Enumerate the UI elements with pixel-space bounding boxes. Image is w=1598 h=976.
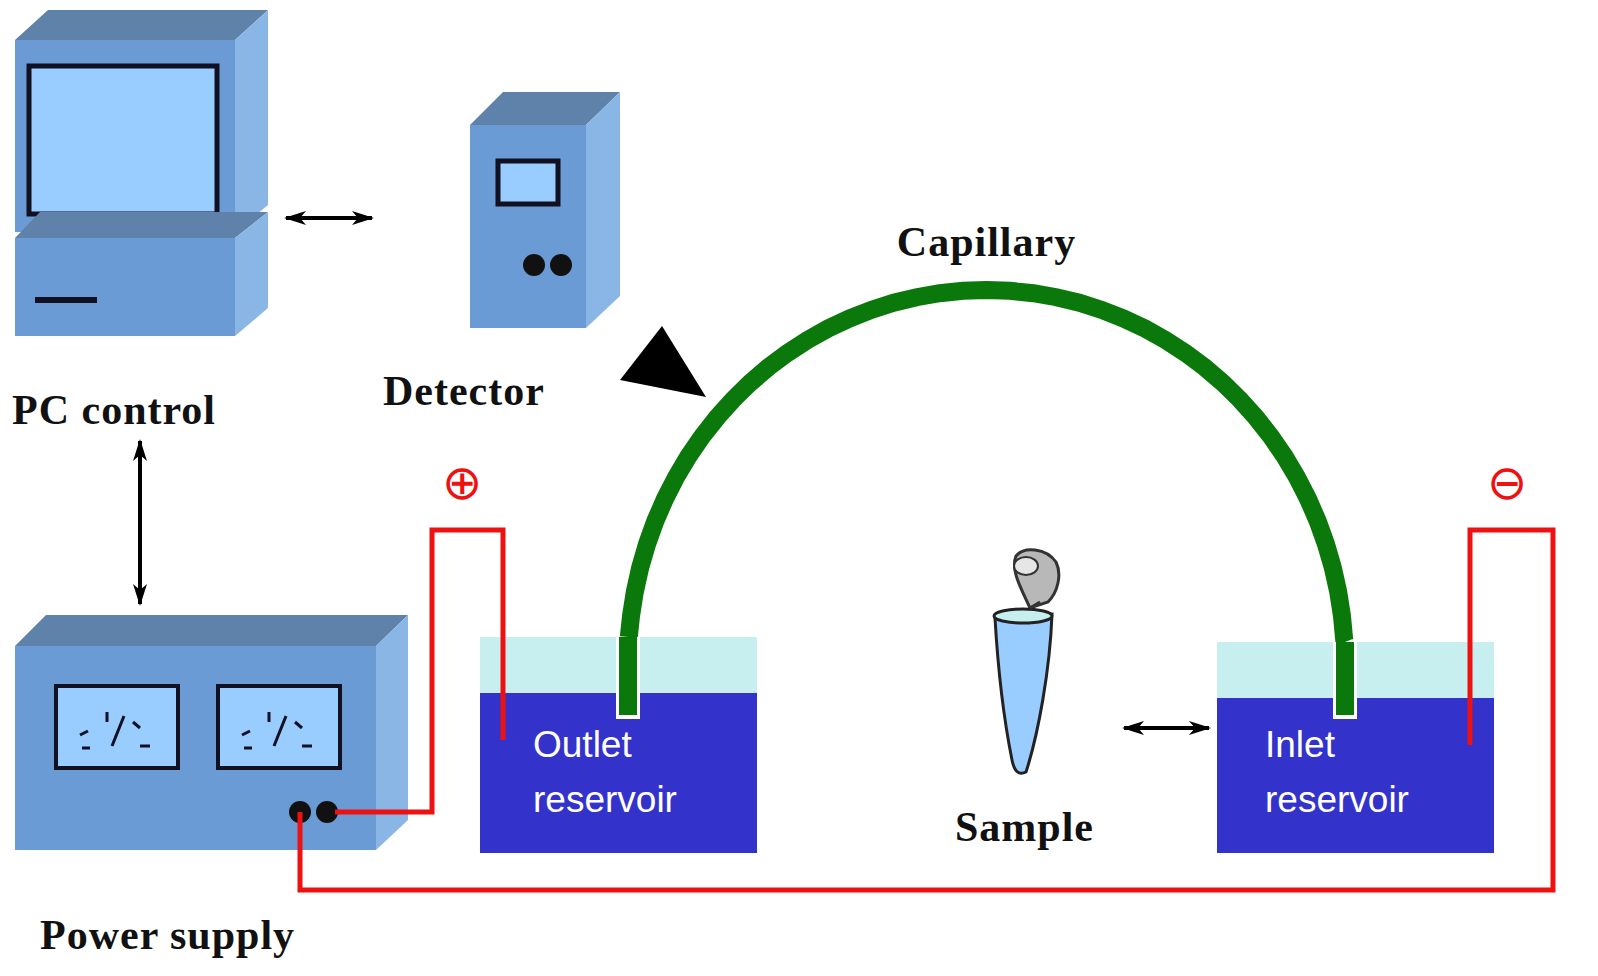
power-supply-illustration-part-part (112, 716, 124, 746)
reservoir-label: Inlet reservoir (1265, 717, 1465, 827)
computer-illustration-part (15, 40, 235, 232)
wire (300, 530, 1553, 890)
unit-label: PC control (12, 387, 216, 433)
power-supply-illustration-part (376, 615, 408, 850)
reservoir: Inlet reservoir (1217, 642, 1494, 853)
power-supply-illustration-part-part (268, 712, 271, 722)
electrode (501, 637, 506, 740)
power-supply-illustration-part-part (106, 712, 109, 722)
computer-illustration-part (15, 10, 268, 40)
power-supply-illustration-part-part (295, 722, 302, 728)
power-supply-unit: Power supply (12, 612, 412, 958)
sample-tube (994, 550, 1059, 774)
power-supply-illustration-part-part (242, 731, 250, 735)
power-supply-illustration-part-part (302, 745, 312, 748)
computer-illustration (15, 10, 268, 336)
detector-illustration (470, 92, 706, 397)
computer-illustration-part (15, 238, 235, 336)
computer-illustration-part (235, 212, 268, 336)
detector-illustration-part (523, 254, 545, 276)
computer-illustration-part (235, 10, 268, 232)
double-arrow (1124, 726, 1209, 730)
wire (335, 530, 503, 812)
capillary (628, 290, 1345, 642)
computer-illustration-part (35, 297, 97, 303)
double-arrow (138, 441, 142, 604)
capillary-tip (619, 637, 637, 715)
computer-illustration-part (29, 66, 217, 214)
unit-label: Sample (955, 804, 1094, 850)
detector-illustration-part (586, 92, 620, 328)
reservoir-inner (1217, 642, 1494, 853)
power-supply-illustration-part-part (133, 722, 140, 728)
sample-tube-part (1014, 557, 1038, 575)
capillary-label: Capillary (897, 219, 1076, 265)
computer-unit: PC control (10, 5, 280, 433)
unit-label: Power supply (40, 912, 295, 958)
electrode (1468, 642, 1473, 745)
power-supply-illustration-part (316, 801, 338, 823)
power-supply-illustration-part-part (244, 747, 252, 750)
reservoir-label: Outlet reservoir (533, 717, 733, 827)
sample-tube-part (1030, 602, 1040, 608)
polarity-sign: ⊕ (442, 458, 482, 506)
power-supply-illustration-part-part (80, 731, 88, 735)
detector-illustration-part (550, 254, 572, 276)
power-supply-illustration-part (80, 712, 312, 748)
capillary-tip-rim (616, 637, 640, 719)
detector-unit: Detector (378, 88, 623, 414)
sample-vial: Sample (950, 548, 1120, 850)
sample-tube-part (995, 614, 1052, 773)
capillary-tip-rim (1333, 642, 1357, 719)
power-supply-illustration-part (15, 615, 408, 646)
polarity-sign: ⊖ (1487, 458, 1527, 506)
detector-illustration-part (620, 326, 706, 397)
power-supply-illustration-part-part (140, 745, 150, 748)
reservoir: Outlet reservoir (480, 637, 757, 853)
power-supply-illustration-part (218, 686, 340, 768)
power-supply-illustration-part (56, 686, 178, 768)
power-supply-illustration-part (15, 646, 376, 850)
double-arrow (286, 216, 372, 220)
sample-tube-part (994, 609, 1052, 623)
power-supply-illustration-part-part (82, 747, 90, 750)
unit-label: Detector (383, 368, 545, 414)
capillary-tip (1336, 642, 1354, 715)
computer-illustration-part (15, 212, 268, 238)
detector-illustration-part (470, 125, 586, 328)
detector-illustration-part (498, 161, 558, 204)
sample-tube-part (1014, 550, 1058, 608)
power-supply-illustration-part-part (274, 716, 286, 746)
power-supply-illustration (15, 615, 408, 850)
